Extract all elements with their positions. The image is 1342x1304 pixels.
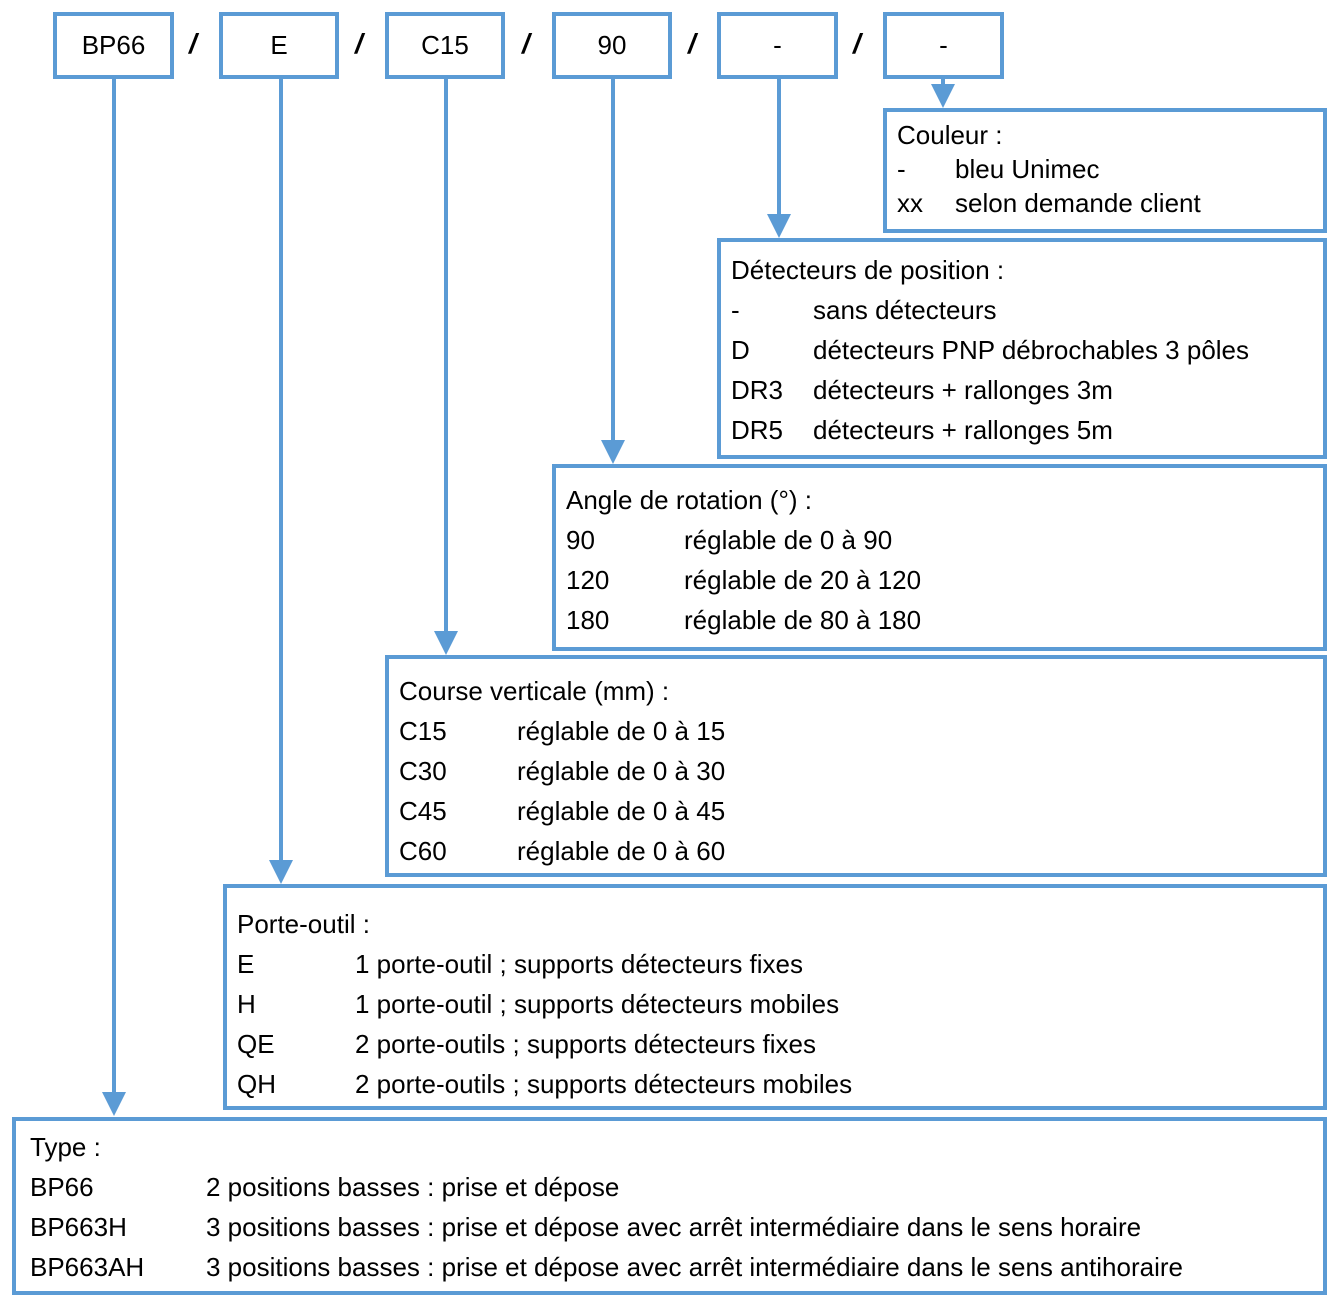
legend-title: Couleur :	[897, 120, 1003, 150]
option-code: C60	[399, 836, 447, 866]
option-desc: détecteurs PNP débrochables 3 pôles	[813, 335, 1250, 365]
legend-row: DR3 détecteurs + rallonges 3m	[731, 370, 1323, 410]
legend-title: Porte-outil :	[237, 909, 370, 939]
code-value-couleur: -	[939, 30, 948, 60]
option-desc: réglable de 0 à 15	[517, 716, 726, 746]
option-code: D	[731, 335, 750, 365]
legend-row: C30 réglable de 0 à 30	[399, 751, 1323, 791]
option-code: -	[897, 154, 906, 184]
legend-course: Course verticale (mm) : C15 réglable de 0…	[385, 655, 1327, 877]
option-desc: 1 porte-outil ; supports détecteurs fixe…	[355, 949, 804, 979]
option-code: E	[237, 949, 255, 979]
legend-row: C45 réglable de 0 à 45	[399, 791, 1323, 831]
option-desc: bleu Unimec	[955, 154, 1100, 184]
option-desc: selon demande client	[955, 188, 1201, 218]
option-code: -	[731, 295, 740, 325]
option-desc: réglable de 0 à 60	[517, 836, 726, 866]
code-box-type: BP66	[53, 12, 174, 79]
option-code: DR5	[731, 415, 784, 445]
separator-3: /	[522, 28, 530, 59]
legend-title: Type :	[30, 1132, 101, 1162]
legend-row: DR5 détecteurs + rallonges 5m	[731, 410, 1323, 450]
option-desc: 1 porte-outil ; supports détecteurs mobi…	[355, 989, 840, 1019]
separator-4: /	[688, 28, 696, 59]
legend-angle: Angle de rotation (°) : 90 réglable de 0 …	[552, 464, 1327, 651]
option-code: 180	[566, 605, 610, 635]
legend-detecteurs: Détecteurs de position : - sans détecteur…	[717, 238, 1327, 459]
option-code: QE	[237, 1029, 275, 1059]
option-desc: 2 porte-outils ; supports détecteurs mob…	[355, 1069, 853, 1099]
option-code: H	[237, 989, 256, 1019]
legend-porte-outil: Porte-outil : E 1 porte-outil ; supports …	[223, 884, 1327, 1110]
option-desc: 3 positions basses : prise et dépose ave…	[206, 1212, 1142, 1242]
code-box-couleur: -	[883, 12, 1004, 79]
code-box-angle: 90	[552, 12, 672, 79]
legend-row: 120 réglable de 20 à 120	[566, 560, 1323, 600]
legend-row: C15 réglable de 0 à 15	[399, 711, 1323, 751]
option-code: C30	[399, 756, 447, 786]
legend-row: BP663AH 3 positions basses : prise et dép…	[30, 1247, 1323, 1287]
legend-title: Course verticale (mm) :	[399, 676, 670, 706]
legend-row: 180 réglable de 80 à 180	[566, 600, 1323, 640]
option-code: DR3	[731, 375, 784, 405]
legend-row: QH 2 porte-outils ; supports détecteurs m…	[237, 1064, 1323, 1104]
option-desc: réglable de 0 à 30	[517, 756, 726, 786]
legend-row: C60 réglable de 0 à 60	[399, 831, 1323, 871]
option-desc: réglable de 0 à 90	[684, 525, 893, 555]
separator-5: /	[853, 28, 861, 59]
option-code: 90	[566, 525, 595, 555]
option-desc: 3 positions basses : prise et dépose ave…	[206, 1252, 1183, 1282]
legend-row: xx selon demande client	[897, 186, 1323, 220]
separator-2: /	[355, 28, 363, 59]
code-value-course: C15	[421, 30, 469, 60]
separator-1: /	[189, 28, 197, 59]
legend-row: BP663H 3 positions basses : prise et dépo…	[30, 1207, 1323, 1247]
legend-row: BP66 2 positions basses : prise et dépose	[30, 1167, 1323, 1207]
option-desc: réglable de 80 à 180	[684, 605, 922, 635]
code-value-angle: 90	[597, 30, 627, 60]
code-box-course: C15	[385, 12, 505, 79]
code-box-detecteurs: -	[717, 12, 838, 79]
option-code: xx	[897, 188, 923, 218]
code-value-porte-outil: E	[270, 30, 288, 60]
option-code: C45	[399, 796, 447, 826]
legend-type: Type : BP66 2 positions basses : prise et…	[12, 1117, 1327, 1295]
option-desc: détecteurs + rallonges 5m	[813, 415, 1113, 445]
legend-row: 90 réglable de 0 à 90	[566, 520, 1323, 560]
legend-title: Angle de rotation (°) :	[566, 485, 812, 515]
option-desc: 2 positions basses : prise et dépose	[206, 1172, 620, 1202]
option-desc: réglable de 0 à 45	[517, 796, 726, 826]
legend-row: E 1 porte-outil ; supports détecteurs fix…	[237, 944, 1323, 984]
option-code: BP66	[30, 1172, 94, 1202]
option-code: C15	[399, 716, 447, 746]
option-code: BP663AH	[30, 1252, 145, 1282]
code-value-type: BP66	[81, 30, 146, 60]
legend-title: Détecteurs de position :	[731, 255, 1005, 285]
legend-row: - sans détecteurs	[731, 290, 1323, 330]
legend-row: QE 2 porte-outils ; supports détecteurs f…	[237, 1024, 1323, 1064]
option-code: QH	[237, 1069, 276, 1099]
legend-row: - bleu Unimec	[897, 152, 1323, 186]
code-box-porte-outil: E	[219, 12, 339, 79]
option-code: BP663H	[30, 1212, 127, 1242]
option-desc: réglable de 20 à 120	[684, 565, 922, 595]
option-code: 120	[566, 565, 610, 595]
code-value-detecteurs: -	[773, 30, 782, 60]
option-desc: sans détecteurs	[813, 295, 997, 325]
option-desc: détecteurs + rallonges 3m	[813, 375, 1113, 405]
option-desc: 2 porte-outils ; supports détecteurs fix…	[355, 1029, 817, 1059]
legend-row: H 1 porte-outil ; supports détecteurs mob…	[237, 984, 1323, 1024]
legend-couleur: Couleur : - bleu Unimec xx selon demande c…	[883, 108, 1327, 233]
